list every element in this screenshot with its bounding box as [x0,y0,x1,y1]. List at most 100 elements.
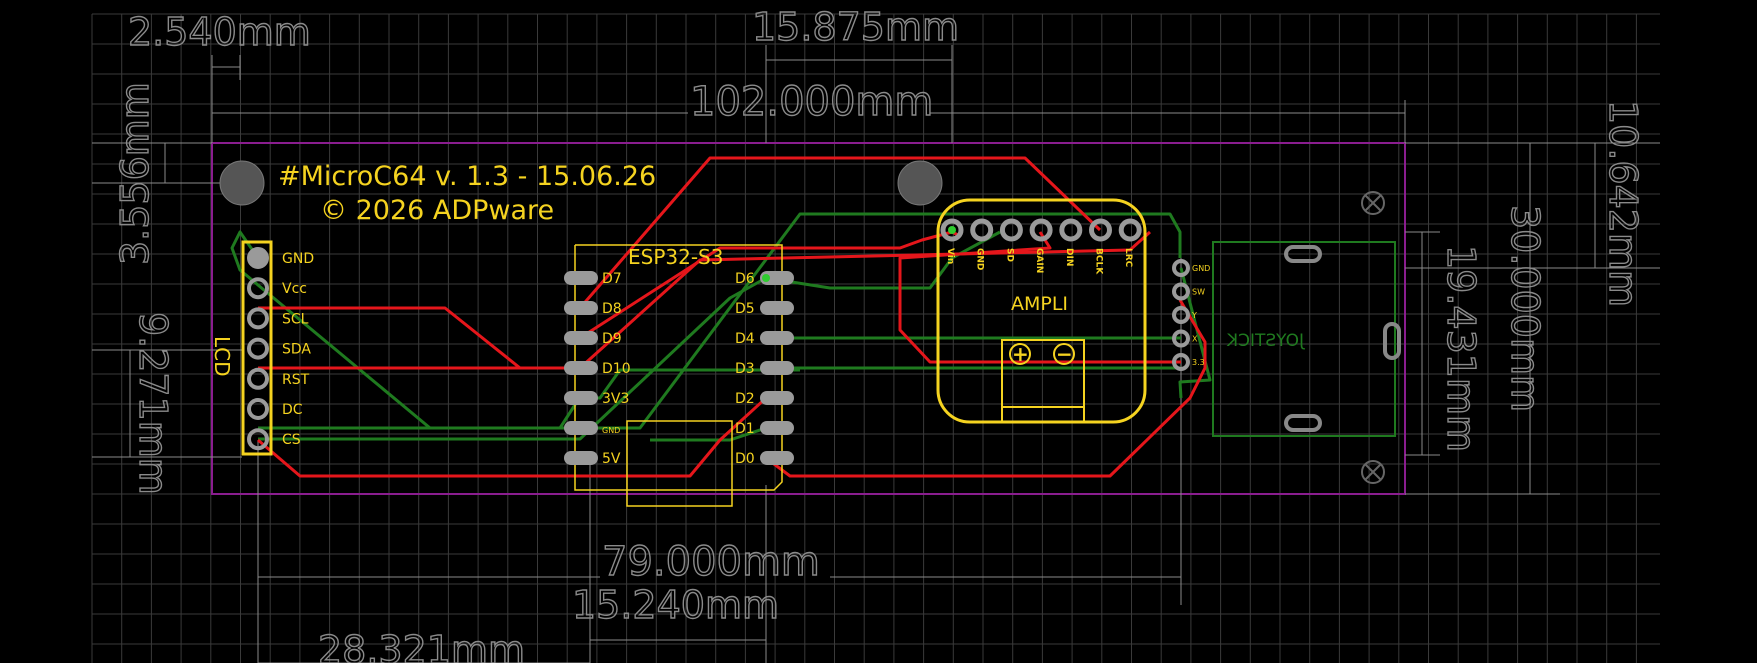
esp32-pin-D3[interactable] [760,361,794,375]
esp32-pin-GND[interactable] [564,421,598,435]
ampli-pin-GAIN[interactable] [1029,218,1053,242]
dimension-labels: 2.540mm 15.875mm 102.000mm 3.556mm 10.64… [112,4,1645,663]
esp32-pin-D10[interactable] [564,361,598,375]
dim-10642: 10.642mm [1601,100,1645,307]
ampli-pin-GND[interactable] [970,218,994,242]
dim-30000: 30.000mm [1503,205,1547,412]
dim-19431: 19.431mm [1439,245,1483,452]
joystick-pin-label: X [1192,335,1198,344]
lcd-label: LCD [210,336,234,377]
lcd-pin-label: SCL [282,311,309,327]
esp32-pin-label: D2 [735,391,755,407]
lcd-pin-2[interactable] [247,307,269,330]
esp32-pin-label: D6 [735,271,755,287]
esp32-pin-D9[interactable] [564,331,598,345]
ampli-minus-icon [1053,343,1075,365]
joystick-slot-bottom [1284,414,1322,432]
ampli-pin-DIN[interactable] [1059,218,1083,242]
top-traces[interactable] [257,156,1207,478]
joystick-pin-label: GND [1192,264,1210,273]
esp32-pin-D5[interactable] [760,301,794,315]
esp32-pin-label: D1 [735,421,755,437]
ampli-pin-SD[interactable] [999,218,1023,242]
fiducial-top [1361,191,1385,215]
ampli-pin-label: GND [975,248,985,270]
joystick-pin-1[interactable] [1172,282,1190,301]
fiducial-bottom [1361,460,1385,484]
esp32-pin-D6[interactable] [760,271,794,285]
esp32-pin-label: 3V3 [602,391,629,407]
dim-2540: 2.540mm [128,10,311,54]
lcd-pin-label: Vcc [282,281,307,297]
ampli-pin-label: DIN [1064,248,1074,266]
joystick-slot-right [1383,322,1401,360]
ampli-pin1-marker [948,226,956,234]
lcd-pin-4[interactable] [247,367,269,390]
dim-79: 79.000mm [602,539,820,585]
lcd-pin-0[interactable] [247,247,269,269]
lcd-pin-3[interactable] [247,337,269,360]
dim-15875: 15.875mm [752,5,959,49]
esp32-pin-D1[interactable] [760,421,794,435]
esp32-pin-label: D4 [735,331,755,347]
ampli-label: AMPLI [1011,293,1068,315]
joystick-outline [1212,241,1396,437]
dim-28321: 28.321mm [318,628,525,663]
ampli-pin-Vin[interactable] [940,218,964,242]
dim-15240: 15.240mm [572,583,779,627]
lcd-pin-label: GND [282,251,314,267]
esp32-pin-label: D7 [602,271,622,287]
esp32-pin-D8[interactable] [564,301,598,315]
esp32-label: ESP32-S3 [628,245,723,269]
ampli-pin-label: BCLK [1094,248,1104,275]
board-title: #MicroC64 v. 1.3 - 15.06.26 [278,161,656,192]
dim-9271: 9.271mm [131,312,175,495]
ampli-pin-LRC[interactable] [1118,218,1142,242]
lcd-pin-6[interactable] [247,428,269,451]
mount-hole-center [897,160,943,206]
lcd-outline [241,240,273,456]
dim-3556: 3.556mm [113,82,157,265]
esp32-pin-label: GND [602,426,620,435]
board-copyright: © 2026 ADPware [320,195,554,226]
ampli-pin-label: SD [1004,248,1014,262]
joystick-pin-0[interactable] [1172,259,1190,277]
lcd-pin-label: RST [282,372,310,388]
esp32-pin-D0[interactable] [760,451,794,465]
esp32-pin-label: D0 [735,451,755,467]
esp32-pin-3V3[interactable] [564,391,598,405]
ampli-pin-label: GAIN [1034,248,1044,273]
esp32-pin-label: D9 [602,331,622,347]
esp32-pin-label: D3 [735,361,755,377]
dimension-lines [92,45,1660,663]
esp32-pin-label: 5V [602,451,621,467]
joystick-slot-top [1284,245,1322,263]
joystick-label: JOYSTICK [1226,331,1305,351]
esp32-pin-5V[interactable] [564,451,598,465]
lcd-pin-5[interactable] [247,398,269,420]
lcd-pin-label: CS [282,432,301,448]
mounting-holes [219,160,1385,484]
joystick-pin-2[interactable] [1172,306,1190,324]
esp32-pin1-marker [762,274,770,282]
ampli-terminal [1001,339,1085,423]
board-outline[interactable] [211,142,1406,495]
esp32-pin-D7[interactable] [564,271,598,285]
esp32-pin-label: D8 [602,301,622,317]
ampli-pin-label: LRC [1123,248,1133,268]
ampli-minus-label: − [1056,342,1073,366]
joystick-pin-3[interactable] [1172,329,1190,348]
esp32-pin-D2[interactable] [760,391,794,405]
ampli-pin-BCLK[interactable] [1089,218,1112,242]
esp32-pin-D4[interactable] [760,331,794,345]
esp32-outline [574,244,783,491]
ampli-plus-icon [1009,343,1031,365]
joystick-pin-label: SW [1192,288,1205,297]
lcd-pin-1[interactable] [247,277,269,300]
joystick-pin-4[interactable] [1172,353,1190,371]
